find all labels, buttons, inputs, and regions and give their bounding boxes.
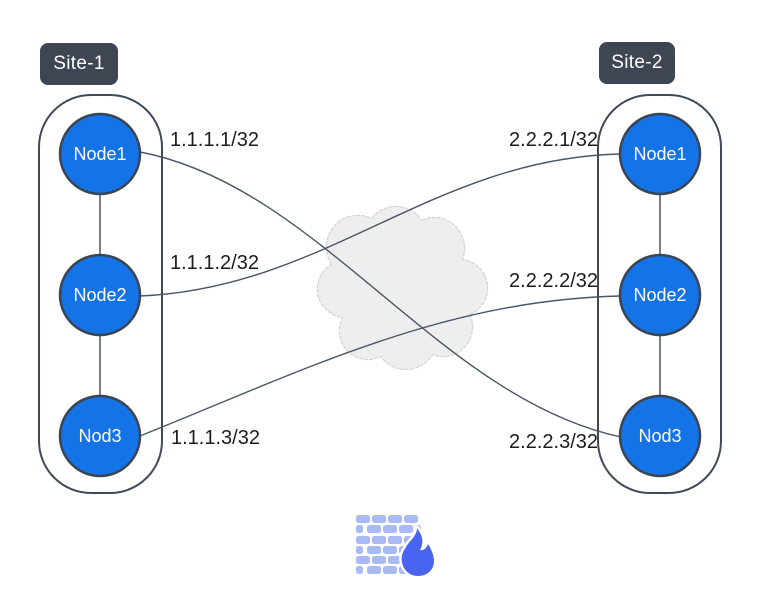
site-2-badge[interactable]: Site-2 — [599, 42, 675, 84]
link-site1-nod3-to-site2-node2[interactable] — [139, 295, 622, 437]
site1-node1-circle[interactable] — [58, 112, 142, 196]
firewall-icon[interactable] — [356, 515, 437, 579]
ip-label-site2-node2: 2.2.2.2/32 — [509, 270, 598, 292]
ip-label-site1-node2: 1.1.1.2/32 — [170, 252, 259, 274]
ip-label-site1-nod3: 1.1.1.3/32 — [171, 427, 260, 449]
site-2-label: Site-2 — [611, 52, 663, 73]
flame-icon — [399, 525, 437, 579]
site-1-label: Site-1 — [53, 53, 105, 74]
site1-node2-circle[interactable] — [58, 253, 142, 337]
cloud-icon[interactable] — [316, 205, 489, 371]
link-site1-node1-to-site2-nod3[interactable] — [139, 151, 622, 438]
ip-label-site2-nod3: 2.2.2.3/32 — [509, 431, 598, 453]
site2-nod3-circle[interactable] — [618, 394, 702, 478]
site1-nod3-circle[interactable] — [58, 394, 142, 478]
site2-node1-circle[interactable] — [618, 112, 702, 196]
ip-label-site2-node1: 2.2.2.1/32 — [509, 129, 598, 151]
site-1-badge[interactable]: Site-1 — [40, 43, 118, 85]
site2-node2-circle[interactable] — [618, 253, 702, 337]
ip-label-site1-node1: 1.1.1.1/32 — [170, 129, 259, 151]
link-site1-node2-to-site2-node1[interactable] — [139, 153, 622, 297]
